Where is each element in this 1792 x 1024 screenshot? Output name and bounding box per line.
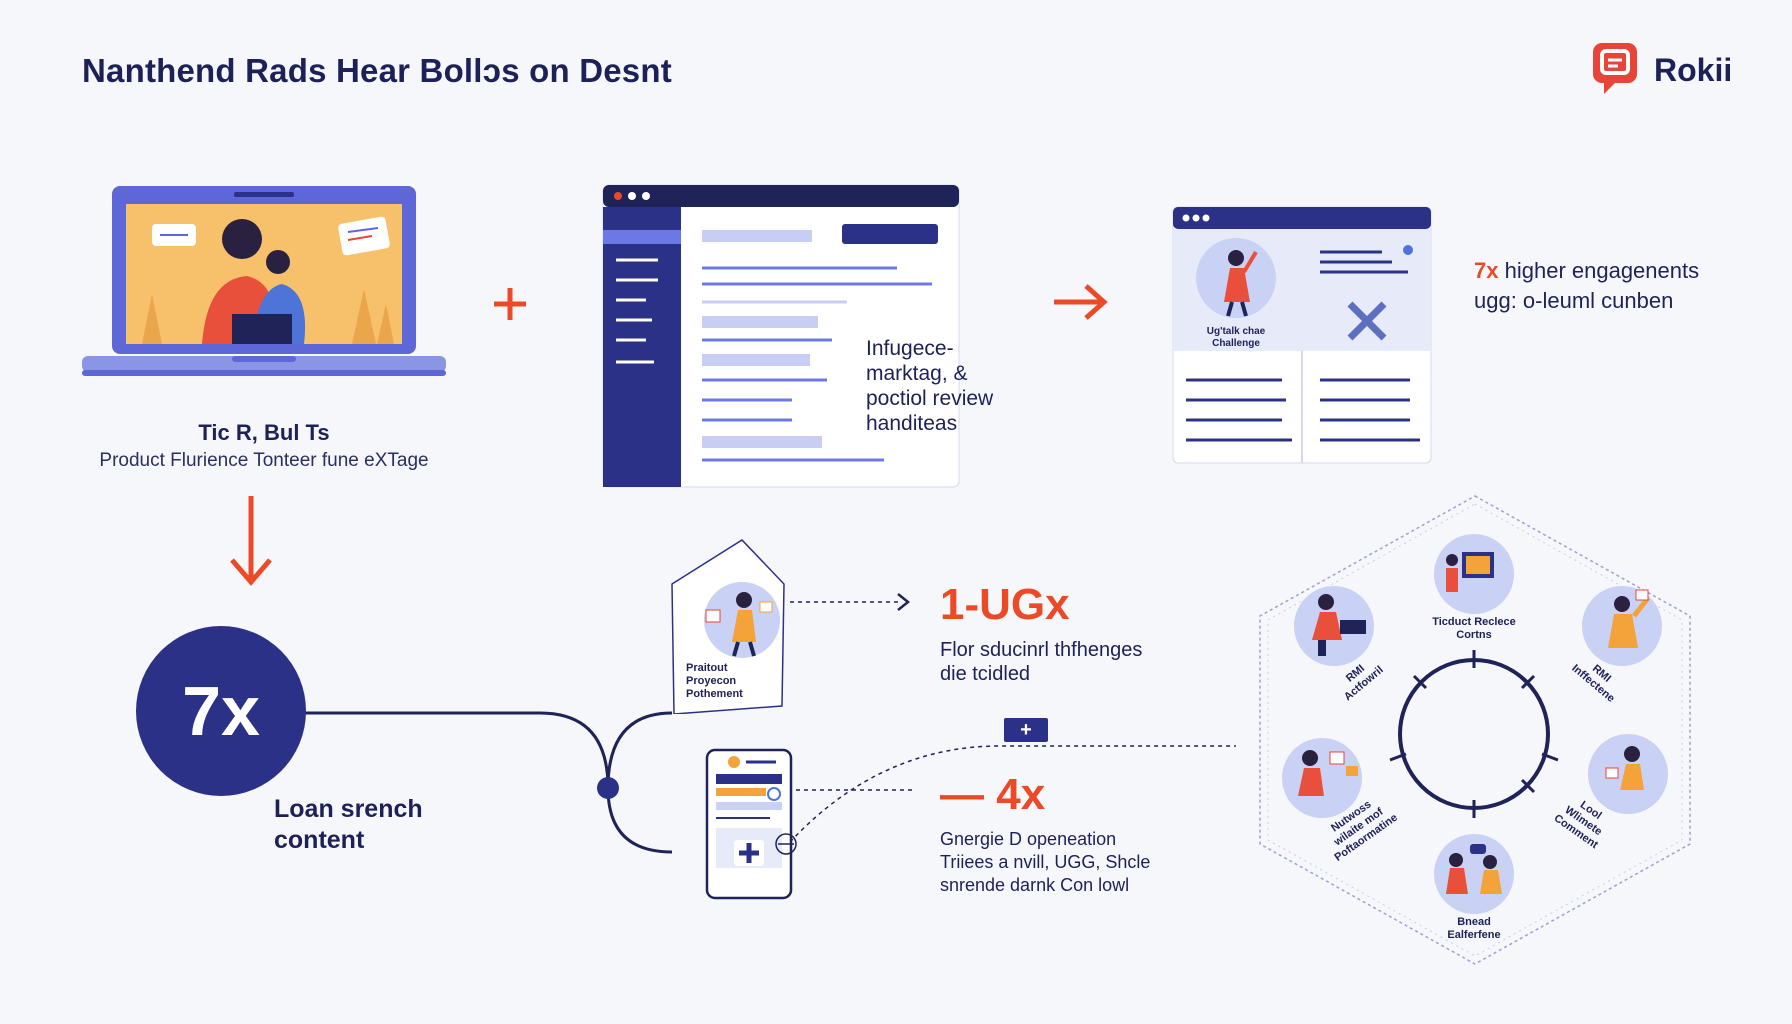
page-title: Nanthend Rads Hear Bollɔs on Desnt xyxy=(82,52,672,89)
orbit-avatar-top xyxy=(1434,534,1514,614)
plus-icon xyxy=(490,284,530,329)
stat-b-value: 1-UGx xyxy=(940,580,1070,629)
hex-card: Praitout Proyecon Pothement xyxy=(664,538,794,714)
brand-logo-icon xyxy=(1590,40,1640,101)
big-stat-label-line: content xyxy=(274,826,365,854)
big-stat-label: Loan srench content xyxy=(274,794,423,856)
orbit-label-line: Ticduct Reclece xyxy=(1432,616,1516,628)
engagement-stat-line2: ugg: o-leuml cunben xyxy=(1474,288,1674,313)
brand-name: Rokii xyxy=(1654,52,1733,88)
orbit-avatar-bottom-left xyxy=(1282,738,1362,818)
orbit-label-bottom: Bnead Ealferfene xyxy=(1424,916,1524,942)
stat-b-line: Flor sducinrl thfhenges xyxy=(940,639,1143,661)
card-caption-line: Ug'talk chae xyxy=(1206,326,1266,337)
step2-line: Infugece- xyxy=(866,337,954,360)
browser-window-illustration xyxy=(602,184,960,493)
stat-c-value: — 4x xyxy=(940,770,1046,819)
stat-b-line: die tcidled xyxy=(940,663,1031,685)
card-caption-line: Challenge xyxy=(1212,338,1260,349)
stat-c-text: Gnergie D openeation Triiees a nvill, UG… xyxy=(940,828,1150,897)
step1-title: Tic R, Bul Ts xyxy=(198,420,330,445)
phone-illustration xyxy=(704,748,800,905)
stat-c-line: snrende darnk Con lowl xyxy=(940,875,1130,895)
engagement-stat-line1: higher engagenents xyxy=(1504,258,1700,283)
step2-description: Infugece- marktag, & poctiol review hand… xyxy=(866,336,1016,436)
big-stat-label-line: Loan srench xyxy=(274,795,423,823)
step1-subtitle: Product Flurience Tonteer fune eXTage xyxy=(99,450,429,471)
stat-c-line: Triiees a nvill, UGG, Shcle xyxy=(940,852,1151,872)
hex-card-line: Pothement xyxy=(686,688,743,700)
big-stat-circle: 7x xyxy=(136,626,306,796)
step2-line: poctiol review xyxy=(866,387,994,410)
arrow-down-icon xyxy=(226,494,276,595)
hex-card-line: Proyecon xyxy=(686,675,737,687)
arrow-right-icon xyxy=(1050,282,1110,327)
orbit-label-line: Bnead xyxy=(1457,916,1491,928)
laptop-illustration xyxy=(82,184,446,389)
engagement-stat: 7x higher engagenents ugg: o-leuml cunbe… xyxy=(1474,256,1699,316)
hex-card-line: Praitout xyxy=(686,662,728,674)
stat-b-text: Flor sducinrl thfhenges die tcidled xyxy=(940,638,1142,686)
challenge-card-window: Ug'talk chae Challenge xyxy=(1172,206,1432,464)
brand[interactable]: Rokii xyxy=(1590,40,1732,101)
add-badge-button[interactable]: + xyxy=(1004,718,1048,742)
orbit-label-top: Ticduct Reclece Cortns xyxy=(1404,616,1544,642)
orbit-avatar-bottom-right xyxy=(1588,734,1668,814)
orbit-label-line: Cortns xyxy=(1456,629,1492,641)
card-caption: Ug'talk chae Challenge xyxy=(1184,326,1288,350)
step2-line: marktag, & xyxy=(866,362,968,385)
engagement-stat-value: 7x xyxy=(1474,258,1499,283)
stat-c-line: Gnergie D openeation xyxy=(940,829,1117,849)
orbit-avatar-top-right xyxy=(1582,586,1662,666)
hex-card-text: Praitout Proyecon Pothement xyxy=(686,662,743,701)
step2-line: handiteas xyxy=(866,412,958,435)
orbit-label-line: Ealferfene xyxy=(1447,929,1501,941)
orbit-avatar-top-left xyxy=(1294,586,1374,666)
big-stat-value: 7x xyxy=(182,672,260,750)
orbit-avatar-bottom xyxy=(1434,834,1514,914)
orbit-diagram: Ticduct Reclece Cortns RMI Actfowril RMI… xyxy=(1250,490,1700,970)
